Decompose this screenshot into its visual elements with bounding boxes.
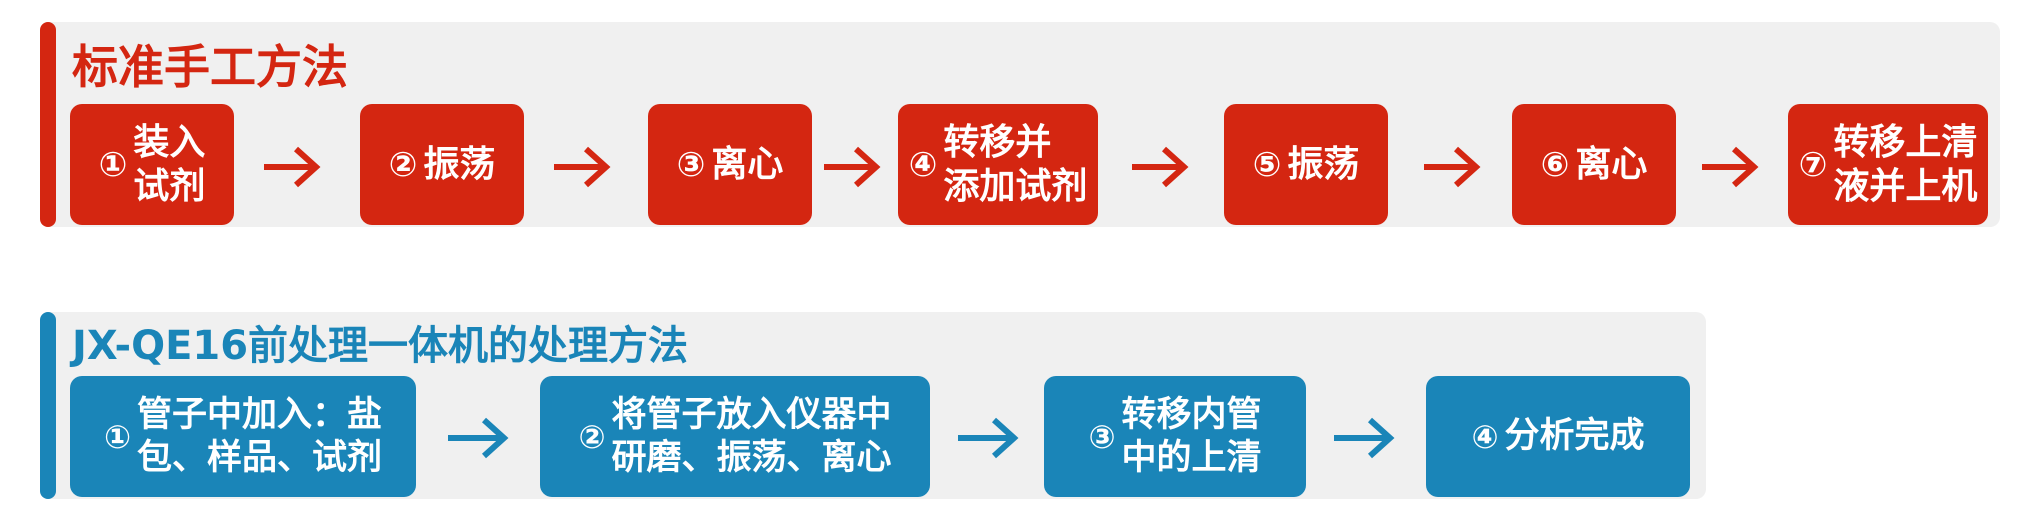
- step-box: ② 振荡: [360, 104, 524, 225]
- step-box: ④ 分析完成: [1426, 376, 1690, 497]
- step-number: ①: [98, 144, 128, 185]
- arrow-right-icon: [1334, 417, 1395, 459]
- step-box: ⑥ 离心: [1512, 104, 1676, 225]
- panel-title: 标准手工方法: [72, 40, 348, 94]
- step-number: ③: [1088, 417, 1116, 456]
- step-number: ②: [578, 417, 606, 456]
- accent-bar: [40, 312, 56, 499]
- step-label: 离心: [711, 143, 784, 185]
- step-number: ⑦: [1798, 144, 1828, 185]
- step-box: ⑦ 转移上清 液并上机: [1788, 104, 1988, 225]
- step-box: ② 将管子放入仪器中 研磨、振荡、离心: [540, 376, 930, 497]
- arrow-right-icon: [1132, 146, 1189, 188]
- step-label: 装入 试剂: [133, 121, 206, 207]
- arrow-right-icon: [264, 146, 321, 188]
- step-number: ⑤: [1252, 144, 1282, 185]
- arrow-right-icon: [958, 417, 1019, 459]
- arrow-right-icon: [1424, 146, 1481, 188]
- step-number: ②: [388, 144, 418, 185]
- step-box: ⑤ 振荡: [1224, 104, 1388, 225]
- machine-method-panel: JX-QE16前处理一体机的处理方法 ① 管子中加入：盐 包、样品、试剂 ② 将…: [40, 312, 1706, 499]
- step-box: ④ 转移并 添加试剂: [898, 104, 1098, 225]
- step-box: ① 装入 试剂: [70, 104, 234, 225]
- arrow-right-icon: [448, 417, 509, 459]
- step-box: ③ 转移内管 中的上清: [1044, 376, 1306, 497]
- step-box: ③ 离心: [648, 104, 812, 225]
- accent-bar: [40, 22, 56, 227]
- step-number: ④: [908, 144, 938, 185]
- step-label: 转移并 添加试剂: [943, 121, 1088, 207]
- arrow-right-icon: [824, 146, 881, 188]
- step-label: 分析完成: [1504, 416, 1645, 457]
- manual-method-panel: 标准手工方法 ① 装入 试剂 ② 振荡 ③ 离心 ④ 转移并 添加试剂 ⑤ 振荡: [40, 22, 2000, 227]
- step-label: 振荡: [423, 143, 496, 185]
- step-label: 转移上清 液并上机: [1833, 121, 1978, 207]
- step-box: ① 管子中加入：盐 包、样品、试剂: [70, 376, 416, 497]
- step-label: 振荡: [1287, 143, 1360, 185]
- arrow-right-icon: [554, 146, 611, 188]
- step-label: 将管子放入仪器中 研磨、振荡、离心: [611, 394, 892, 478]
- step-number: ①: [103, 417, 132, 456]
- step-number: ⑥: [1540, 144, 1570, 185]
- arrow-right-icon: [1702, 146, 1759, 188]
- step-number: ④: [1471, 417, 1499, 456]
- panel-title: JX-QE16前处理一体机的处理方法: [72, 323, 689, 369]
- step-label: 管子中加入：盐 包、样品、试剂: [137, 394, 383, 478]
- step-number: ③: [676, 144, 706, 185]
- step-label: 离心: [1575, 143, 1648, 185]
- step-label: 转移内管 中的上清: [1121, 394, 1262, 478]
